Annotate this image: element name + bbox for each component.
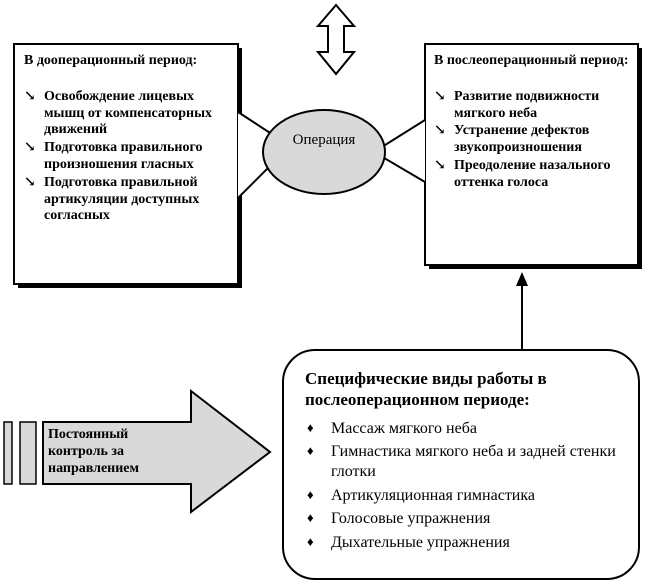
pre-op-content: В дооперационный период: ↘Освобождение л… xyxy=(24,53,236,226)
specific-work-content: Специфические виды работы в послеопераци… xyxy=(305,368,623,556)
arrow-bullet-icon: ↘ xyxy=(24,140,36,156)
arrow-bullet-icon: ↘ xyxy=(24,174,36,190)
arrow-bullet-icon: ↘ xyxy=(434,123,446,139)
control-stripe-1 xyxy=(3,421,13,485)
operation-label: Операция xyxy=(292,132,356,148)
control-block-arrow xyxy=(42,388,272,515)
specific-work-box xyxy=(282,349,640,580)
diamond-bullet-icon: ♦ xyxy=(307,419,314,435)
list-item: ↘Развитие подвижности мягкого неба xyxy=(434,88,600,121)
list-item: ♦Гимнастика мягкого неба и задней стенки… xyxy=(307,442,616,481)
double-arrow-vertical-icon xyxy=(315,3,357,76)
diamond-bullet-icon: ♦ xyxy=(307,442,314,458)
operation-ellipse xyxy=(262,109,386,195)
specific-work-list: ♦Массаж мягкого неба ♦Гимнастика мягкого… xyxy=(305,419,623,554)
connector-arrowhead-icon xyxy=(516,272,528,286)
list-item: ♦Артикуляционная гимнастика xyxy=(307,486,535,504)
control-label: Постоянный контроль за направлением xyxy=(48,427,140,476)
list-item: ♦Голосовые упражнения xyxy=(307,510,491,528)
list-item: ↘Преодоление назального оттенка голоса xyxy=(434,157,611,190)
list-item: ↘Подготовка правильного произношения гла… xyxy=(24,140,203,172)
list-item: ↘Устранение дефектов звукопроизношения xyxy=(434,123,590,156)
arrow-bullet-icon: ↘ xyxy=(24,88,36,104)
list-item: ↘Освобождение лицевых мышц от компенсато… xyxy=(24,88,213,138)
list-item: ↘Подготовка правильной артикуляции досту… xyxy=(24,174,200,224)
pre-op-title: В дооперационный период: xyxy=(24,53,198,68)
pre-op-list: ↘Освобождение лицевых мышц от компенсато… xyxy=(24,89,236,225)
post-op-box xyxy=(424,43,639,266)
arrow-bullet-icon: ↘ xyxy=(434,157,446,173)
arrow-bullet-icon: ↘ xyxy=(434,88,446,104)
control-stripe-2 xyxy=(19,421,37,485)
list-item: ♦Дыхательные упражнения xyxy=(307,533,510,551)
pointer-to-post-op xyxy=(374,120,425,182)
post-op-content: В послеоперационный период: ↘Развитие по… xyxy=(434,53,634,193)
diamond-bullet-icon: ♦ xyxy=(307,533,314,549)
diamond-bullet-icon: ♦ xyxy=(307,510,314,526)
specific-work-title: Специфические виды работы в послеопераци… xyxy=(305,369,547,410)
post-op-list: ↘Развитие подвижности мягкого неба ↘Устр… xyxy=(434,89,634,192)
diamond-bullet-icon: ♦ xyxy=(307,486,314,502)
post-op-title: В послеоперационный период: xyxy=(434,53,629,68)
pre-op-box xyxy=(13,43,239,285)
list-item: ♦Массаж мягкого неба xyxy=(307,419,477,437)
